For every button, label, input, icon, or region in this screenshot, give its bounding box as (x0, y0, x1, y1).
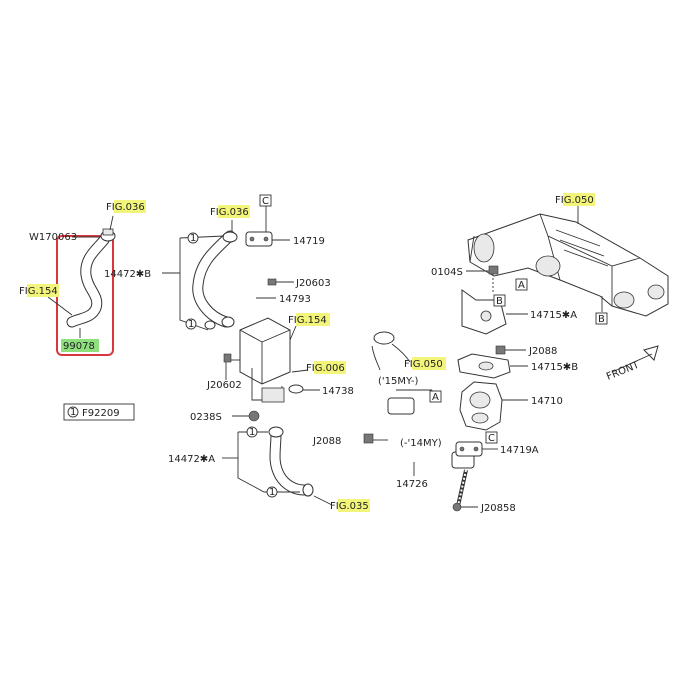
bolt-j20603[interactable] (267, 278, 294, 286)
legend-code: F92209 (82, 408, 120, 419)
svg-text:FIG.050: FIG.050 (404, 359, 443, 370)
svg-text:FIG.036: FIG.036 (210, 207, 249, 218)
hose-14472-b[interactable] (162, 230, 238, 331)
egr-valve-14710[interactable] (459, 381, 528, 431)
pipe-14726[interactable] (372, 389, 475, 476)
ref-fig035[interactable]: FIG.035 (330, 499, 370, 512)
svg-text:1: 1 (269, 487, 275, 498)
legend-number: 1 (70, 407, 76, 418)
pipe-14793[interactable] (244, 206, 290, 320)
marker-one-lower: 1 1 (246, 426, 278, 498)
gasket-14715-b[interactable] (457, 353, 528, 379)
marker-a-mid: A (429, 390, 442, 403)
label-14719a: 14719A (500, 445, 539, 456)
label-j20602: J20602 (206, 380, 242, 391)
svg-text:B: B (598, 314, 605, 325)
svg-text:C: C (488, 433, 495, 444)
marker-c-upper: C (259, 194, 272, 207)
pipe-14726-15my[interactable] (370, 326, 411, 371)
label-14738: 14738 (322, 386, 354, 397)
hose-14472-a[interactable] (222, 426, 333, 506)
svg-text:1: 1 (249, 427, 255, 438)
marker-one-upper: 1 1 (185, 232, 199, 330)
part-number-99078[interactable]: 99078 (61, 339, 99, 352)
marker-a-right: A (515, 278, 528, 291)
svg-text:A: A (432, 392, 439, 403)
svg-text:FIG.050: FIG.050 (555, 195, 594, 206)
label-14793: 14793 (279, 294, 311, 305)
ref-fig006[interactable]: FIG.006 (291, 361, 346, 374)
bolt-j2088-right[interactable] (495, 345, 526, 355)
legend-box: 1 F92209 (63, 403, 135, 421)
svg-text:FIG.154: FIG.154 (288, 315, 327, 326)
hose-99078-group[interactable] (47, 215, 116, 356)
label-14472a: 14472✱A (168, 454, 215, 465)
svg-text:A: A (518, 280, 525, 291)
ref-fig050-right[interactable]: FIG.050 (555, 193, 595, 206)
ref-fig036-mid[interactable]: FIG.036 (210, 205, 250, 232)
stud-j20858[interactable] (452, 469, 478, 512)
label-14715b: 14715✱B (531, 362, 578, 373)
gasket-14719a[interactable] (455, 441, 498, 457)
label-0238s: 0238S (190, 412, 222, 423)
svg-text:1: 1 (190, 233, 196, 244)
label-j2088-right: J2088 (528, 346, 557, 357)
marker-b-right: B (595, 312, 608, 325)
label-14719-upper: 14719 (293, 236, 325, 247)
svg-text:FIG.035: FIG.035 (330, 501, 369, 512)
svg-text:1: 1 (188, 319, 194, 330)
label-j20858: J20858 (480, 503, 516, 514)
label-w170063: W170063 (29, 232, 77, 243)
label-j20603: J20603 (295, 278, 331, 289)
selected-part-callout-box (56, 235, 114, 356)
ref-fig154-left[interactable]: FIG.154 (19, 284, 59, 297)
svg-text:B: B (496, 296, 503, 307)
label-14726: 14726 (396, 479, 428, 490)
ref-fig154-mid[interactable]: FIG.154 (288, 313, 330, 341)
label-14715a: 14715✱A (530, 310, 577, 321)
ref-fig036-left[interactable]: FIG.036 (106, 200, 146, 213)
front-arrow: FRONT (605, 345, 659, 383)
cooler-bracket[interactable] (223, 317, 291, 403)
label-j2088-left: J2088 (312, 436, 341, 447)
marker-b-bracket: B (493, 294, 506, 307)
label-0104s: 0104S (431, 267, 463, 278)
ref-fig050-mid[interactable]: FIG.050 (404, 357, 446, 370)
intake-manifold[interactable] (467, 206, 669, 317)
bolt-j2088-left[interactable] (363, 433, 374, 444)
note-15my: ('15MY-) (378, 376, 419, 387)
label-14472b: 14472✱B (104, 269, 151, 280)
bolt-0104s[interactable] (466, 265, 499, 292)
svg-text:FIG.006: FIG.006 (306, 363, 345, 374)
label-14710: 14710 (531, 396, 563, 407)
svg-text:99078: 99078 (63, 341, 95, 352)
sensor-14738[interactable] (288, 384, 320, 394)
front-label: FRONT (605, 359, 642, 382)
svg-text:FIG.154: FIG.154 (19, 286, 58, 297)
bolt-0238s[interactable] (232, 410, 260, 422)
svg-text:C: C (262, 196, 269, 207)
marker-c-lower: C (485, 431, 498, 444)
note-14my: (-'14MY) (400, 438, 442, 449)
svg-text:FIG.036: FIG.036 (106, 202, 145, 213)
